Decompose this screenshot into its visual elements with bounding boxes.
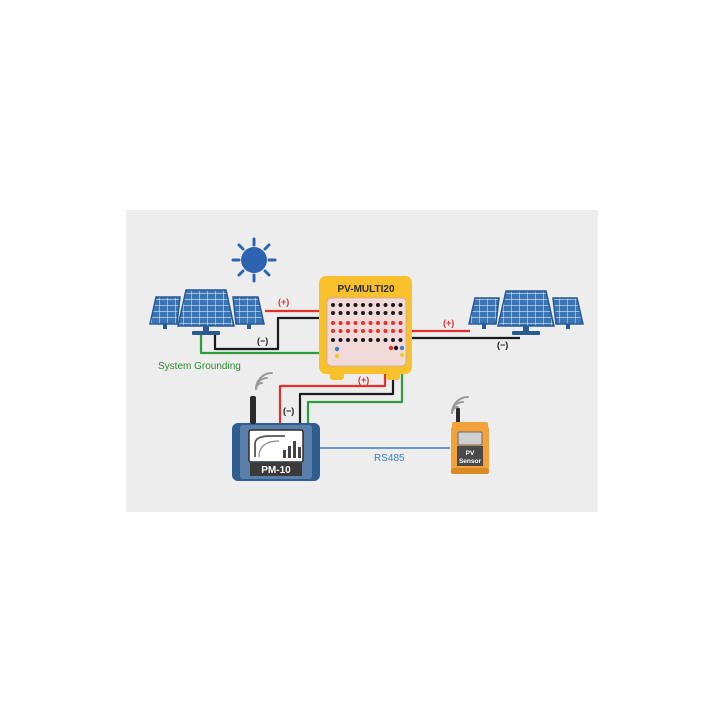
positive-label-right: (+) (443, 318, 454, 328)
terminal-dot (331, 329, 335, 333)
solar-panel-icon (497, 290, 555, 335)
terminal-dot (393, 345, 399, 351)
meter-device (232, 396, 320, 481)
terminal-dot (383, 303, 388, 307)
terminal-dot (383, 338, 388, 342)
terminal-dot (398, 338, 403, 342)
wifi-signal-icon (451, 396, 469, 414)
negative-label-right: (−) (497, 340, 508, 350)
terminal-dot (391, 303, 395, 307)
pv-sensor-device (451, 408, 489, 474)
terminal-dot (353, 303, 358, 307)
positive-label-left: (+) (278, 297, 289, 307)
sun-icon (231, 237, 277, 283)
terminal-dot (399, 345, 405, 351)
sensor-label-line1: PV (466, 450, 475, 457)
terminal-dot (331, 303, 335, 307)
terminal-dot (398, 329, 403, 333)
terminal-dot (361, 338, 365, 342)
combiner-label: PV-MULTI20 (337, 284, 394, 295)
terminal-dot (334, 353, 340, 359)
terminal-dot (398, 321, 403, 325)
terminal-dot (391, 329, 395, 333)
terminal-dot (368, 338, 373, 342)
terminal-dot (361, 311, 365, 315)
terminal-dot (346, 329, 350, 333)
terminal-dot (331, 338, 335, 342)
antenna-icon (250, 396, 256, 424)
sensor-label-line2: Sensor (459, 458, 482, 465)
solar-array-right (468, 290, 584, 335)
terminal-dot (391, 338, 395, 342)
negative-label-left: (−) (257, 336, 268, 346)
terminal-dot (383, 311, 388, 315)
terminal-dot (368, 321, 373, 325)
terminal-dot (376, 311, 380, 315)
terminal-dot (376, 329, 380, 333)
wire-ground-left (199, 335, 334, 355)
terminal-dot (391, 311, 395, 315)
solar-panel-icon (177, 289, 235, 335)
solar-panel-icon (149, 296, 181, 329)
wire-negative-left (213, 316, 322, 351)
terminal-dot (338, 303, 343, 307)
solar-array-left (149, 289, 265, 335)
meter-label: PM-10 (261, 465, 291, 476)
terminal-dot (338, 338, 343, 342)
wifi-signal-icon (255, 372, 273, 390)
terminal-dot (368, 329, 373, 333)
terminal-dot (353, 321, 358, 325)
terminal-dot (388, 345, 394, 351)
combiner-box (319, 276, 412, 380)
terminal-dot (399, 352, 405, 358)
terminal-dot (361, 329, 365, 333)
terminal-dot (368, 303, 373, 307)
terminal-dot (391, 321, 395, 325)
terminal-dot (346, 338, 350, 342)
solar-panel-icon (232, 296, 265, 329)
terminal-dot (376, 321, 380, 325)
wire-ground-meter (306, 350, 404, 423)
terminal-dot (368, 311, 373, 315)
terminal-dot (353, 311, 358, 315)
terminal-dot (334, 346, 340, 352)
terminal-dot (338, 311, 343, 315)
terminal-dot (383, 329, 388, 333)
terminal-dot (398, 303, 403, 307)
terminal-dot (353, 338, 358, 342)
terminal-dot (338, 329, 343, 333)
terminal-dot (383, 321, 388, 325)
terminal-dot (361, 321, 365, 325)
terminal-dot (331, 321, 335, 325)
positive-label-meter: (+) (358, 375, 369, 385)
antenna-icon (456, 408, 460, 426)
rs485-label: RS485 (374, 453, 405, 464)
terminal-dot (346, 303, 350, 307)
terminal-dot (353, 329, 358, 333)
terminal-dot (361, 303, 365, 307)
solar-panel-icon (552, 297, 584, 329)
terminal-dot (346, 311, 350, 315)
terminal-dot (376, 303, 380, 307)
solar-panel-icon (468, 297, 500, 329)
terminal-dot (376, 338, 380, 342)
terminal-dot (331, 311, 335, 315)
terminal-dot (398, 311, 403, 315)
negative-label-meter: (−) (283, 406, 294, 416)
terminal-dot (346, 321, 350, 325)
terminal-dot (338, 321, 343, 325)
grounding-label: System Grounding (158, 361, 241, 372)
